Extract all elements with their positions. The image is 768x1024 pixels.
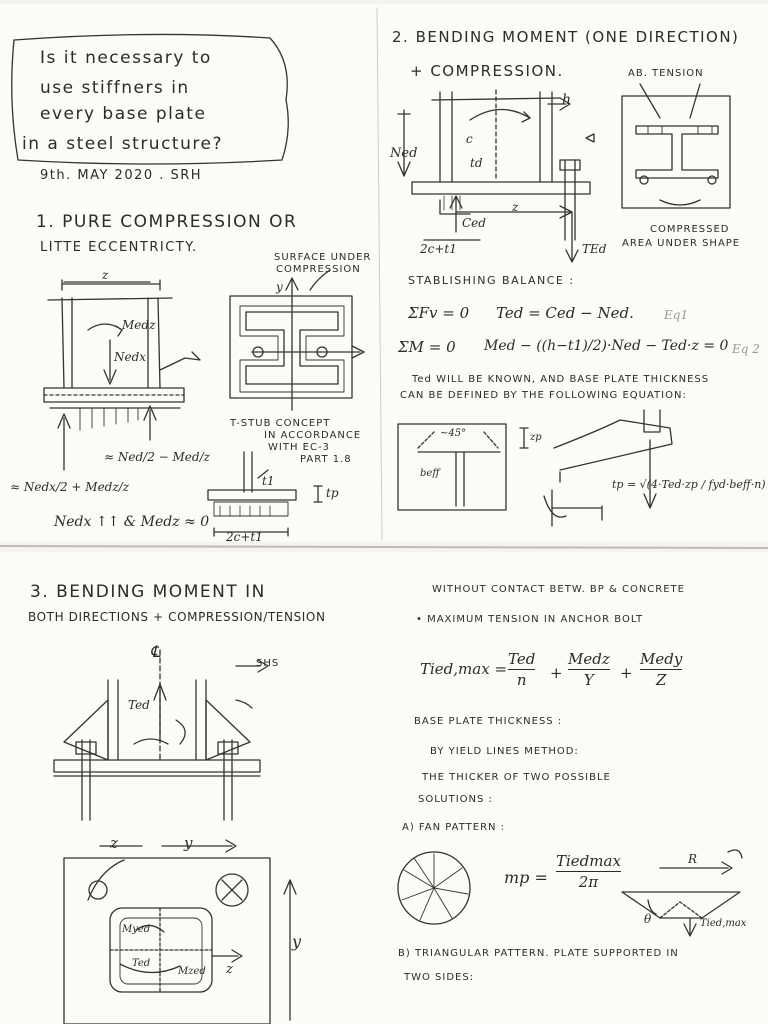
s1-z-label: z [102,268,109,282]
s2-beff: beff [420,468,440,479]
s2-eq2-left: ΣM = 0 [398,338,456,356]
s2-ned: Ned [390,146,418,161]
s3-myed: Myed [122,924,151,935]
title-line-3: every base plate [40,104,207,124]
s3-frac2-den: Y [583,671,594,689]
s3-mp-num: Tiedmax [556,852,621,870]
section3-heading-1: 3. BENDING MOMENT IN [30,582,266,602]
s1-tstub-2: IN ACCORDANCE [264,430,362,441]
s1-tp-label: tp [326,486,339,500]
s3-frac1-den: n [516,671,527,689]
s3-thicker-2: SOLUTIONS : [418,794,493,805]
s3-bullet2: BASE PLATE THICKNESS : [414,716,563,727]
s3-tied: Tied,max [700,918,747,929]
s3-mp-den: 2π [578,873,599,891]
s1-condition: Nedx ↑↑ & Medz ≈ 0 [54,514,210,530]
s3-without: WITHOUT CONTACT BETW. BP & CONCRETE [432,584,685,595]
s3-thicker-1: THE THICKER OF TWO POSSIBLE [422,772,611,783]
s2-note-1: Ted WILL BE KNOWN, AND BASE PLATE THICKN… [412,374,710,385]
s2-tp-eq: tp = √(4·Ted·zp / fyd·beff·n) [612,478,766,491]
sheet-bottom [0,552,768,1024]
s2-eq1-tag: Eq1 [664,308,689,322]
s3-med-tag: Ted [132,958,151,969]
s2-h: h [562,92,572,108]
s3-tied-lhs: Tied,max = [420,660,508,678]
s3-mp-frac: Tiedmax 2π [556,852,621,891]
s3-plus-1: + [550,664,563,682]
s2-zp: zp [530,432,542,443]
s3-frac2-num: Medz [568,650,610,668]
s2-compressed-1: COMPRESSED [650,224,730,235]
s2-note-2: CAN BE DEFINED BY THE FOLLOWING EQUATION… [400,390,687,401]
s3-y: y [184,834,193,852]
section2-heading-2: + COMPRESSION. [410,62,564,80]
s3-mp-lhs: mp = [504,868,548,887]
s1-tstub-1: T-STUB CONCEPT [230,418,331,429]
s2-angle: ~45° [440,428,467,439]
section3-heading-2: BOTH DIRECTIONS + COMPRESSION/TENSION [28,610,326,624]
s3-z: z [110,834,118,852]
s1-formula-mid: ≈ Ned/2 − Med/z [104,450,210,464]
sheet-top [0,4,768,542]
s3-r: R [688,852,698,866]
s2-eq1-left: ΣFv = 0 [408,304,470,322]
s1-tstub-4: PART 1.8 [300,454,352,465]
s1-formula-left: ≈ Nedx/2 + Medz/z [10,480,130,494]
s3-yield: BY YIELD LINES METHOD: [430,746,579,757]
s2-eq2-tag: Eq 2 [732,342,760,356]
s1-nedx-label: Nedx [114,350,147,364]
s2-td: td [470,156,483,170]
s3-frac1-num: Ted [508,650,536,668]
s2-c: c [466,132,473,146]
s3-a: A) FAN PATTERN : [402,822,506,833]
s2-tel: TEd [582,242,607,256]
s3-b-1: B) TRIANGULAR PATTERN. PLATE SUPPORTED I… [398,948,679,959]
section1-heading-2: LITTE ECCENTRICTY. [40,240,198,255]
s3-ted: Ted [128,698,150,712]
s3-cl: ℄ [150,642,161,661]
s2-z: z [512,200,519,214]
s2-eq1-right: Ted = Ced − Ned. [496,304,634,322]
s3-frac3-num: Medy [640,650,683,668]
s3-mzed: Mzed [178,966,206,977]
s3-bullet1: • MAXIMUM TENSION IN ANCHOR BOLT [416,614,644,625]
s2-ced: Ced [462,216,486,230]
s1-y-label: y [276,280,283,294]
s2-eq2-right: Med − ((h−t1)/2)·Ned − Ted·z = 0 [484,338,729,354]
s3-frac3-den: Z [655,671,667,689]
section2-heading-1: 2. BENDING MOMENT (ONE DIRECTION) [392,28,740,46]
s1-medz-label: Medz [122,318,156,332]
s3-frac-1: Ted n [508,650,536,689]
s1-tstub-3: WITH EC-3 [268,442,330,453]
s3-b-2: TWO SIDES: [404,972,475,983]
s2-compressed-2: AREA UNDER SHAPE [622,238,741,249]
s3-plus-2: + [620,664,633,682]
s3-y-side: y [292,932,302,951]
s1-surface-1: SURFACE UNDER [274,252,372,263]
title-line-1: Is it necessary to [40,48,212,68]
s1-t1-label: t1 [262,474,275,488]
s2-balance: STABLISHING BALANCE : [408,274,575,287]
title-line-4: in a steel structure? [22,134,223,154]
s1-surface-2: COMPRESSION [276,264,361,275]
title-line-2: use stiffners in [40,78,190,98]
section1-heading-1: 1. PURE COMPRESSION OR [36,212,298,232]
date-label: 9th. MAY 2020 . SRH [40,168,203,183]
s3-shs: SHS [256,658,280,669]
s1-2ct1-label: 2c+t1 [226,530,263,544]
s3-z-plan: z [226,962,233,977]
s2-c2t1: 2c+t1 [420,242,457,256]
s3-theta: θ [644,912,652,926]
s2-ab-tension: AB. TENSION [628,68,704,79]
